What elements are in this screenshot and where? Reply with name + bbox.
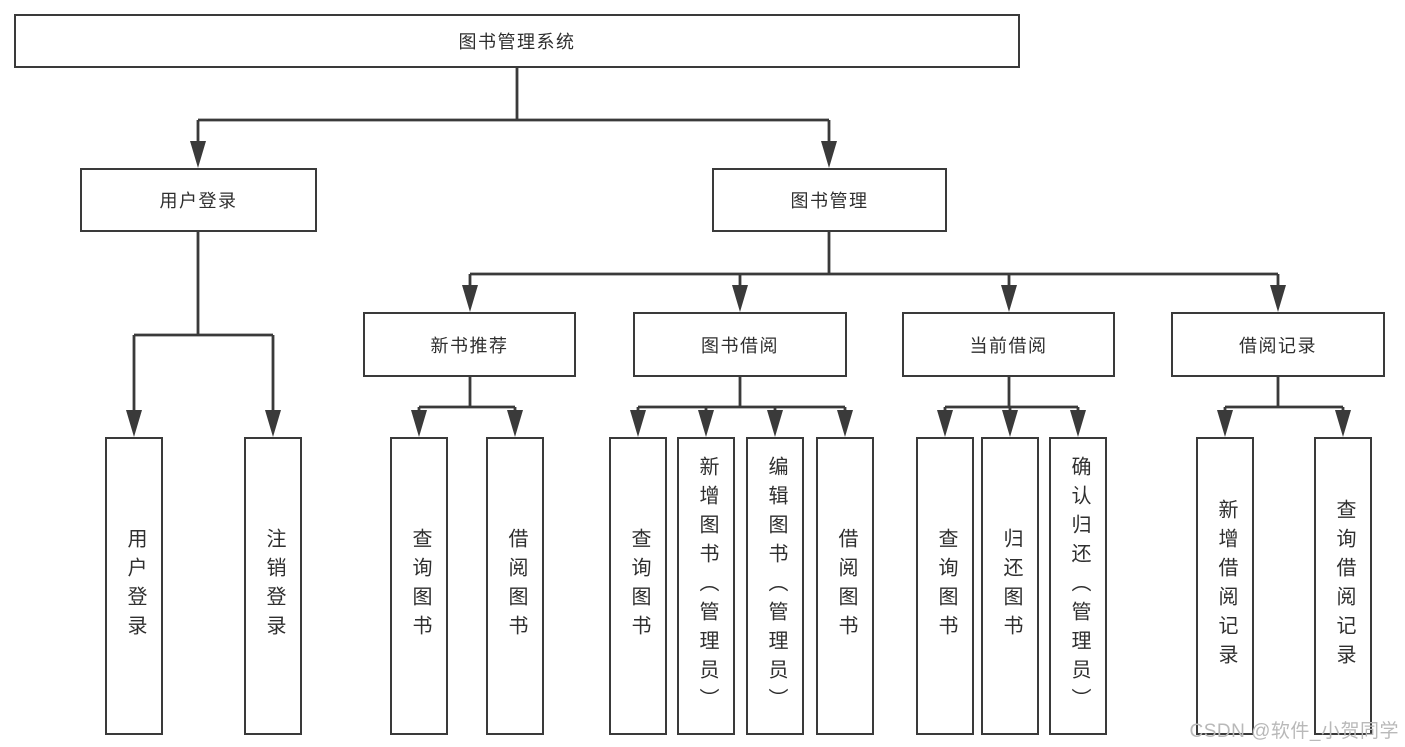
leaf-query-books-recommend: 查询图书 xyxy=(390,437,448,735)
node-new-book-recommend: 新书推荐 xyxy=(363,312,576,377)
leaf-query-books-borrow: 查询图书 xyxy=(609,437,667,735)
node-book-management: 图书管理 xyxy=(712,168,947,232)
node-current-borrow: 当前借阅 xyxy=(902,312,1115,377)
node-borrow-records: 借阅记录 xyxy=(1171,312,1385,377)
leaf-borrow-books-recommend: 借阅图书 xyxy=(486,437,544,735)
leaf-query-borrow-record: 查询借阅记录 xyxy=(1314,437,1372,735)
leaf-return-books: 归还图书 xyxy=(981,437,1039,735)
node-user-login: 用户登录 xyxy=(80,168,317,232)
arrowhead-icons xyxy=(126,141,1351,437)
leaf-user-login: 用户登录 xyxy=(105,437,163,735)
leaf-logout: 注销登录 xyxy=(244,437,302,735)
leaf-query-books-current: 查询图书 xyxy=(916,437,974,735)
leaf-borrow-books: 借阅图书 xyxy=(816,437,874,735)
node-root-system: 图书管理系统 xyxy=(14,14,1020,68)
leaf-confirm-return-admin: 确认归还（管理员） xyxy=(1049,437,1107,735)
csdn-watermark: CSDN @软件_小贺同学 xyxy=(1189,721,1399,742)
leaf-edit-book-admin: 编辑图书（管理员） xyxy=(746,437,804,735)
node-book-borrow: 图书借阅 xyxy=(633,312,847,377)
leaf-add-borrow-record: 新增借阅记录 xyxy=(1196,437,1254,735)
leaf-add-book-admin: 新增图书（管理员） xyxy=(677,437,735,735)
